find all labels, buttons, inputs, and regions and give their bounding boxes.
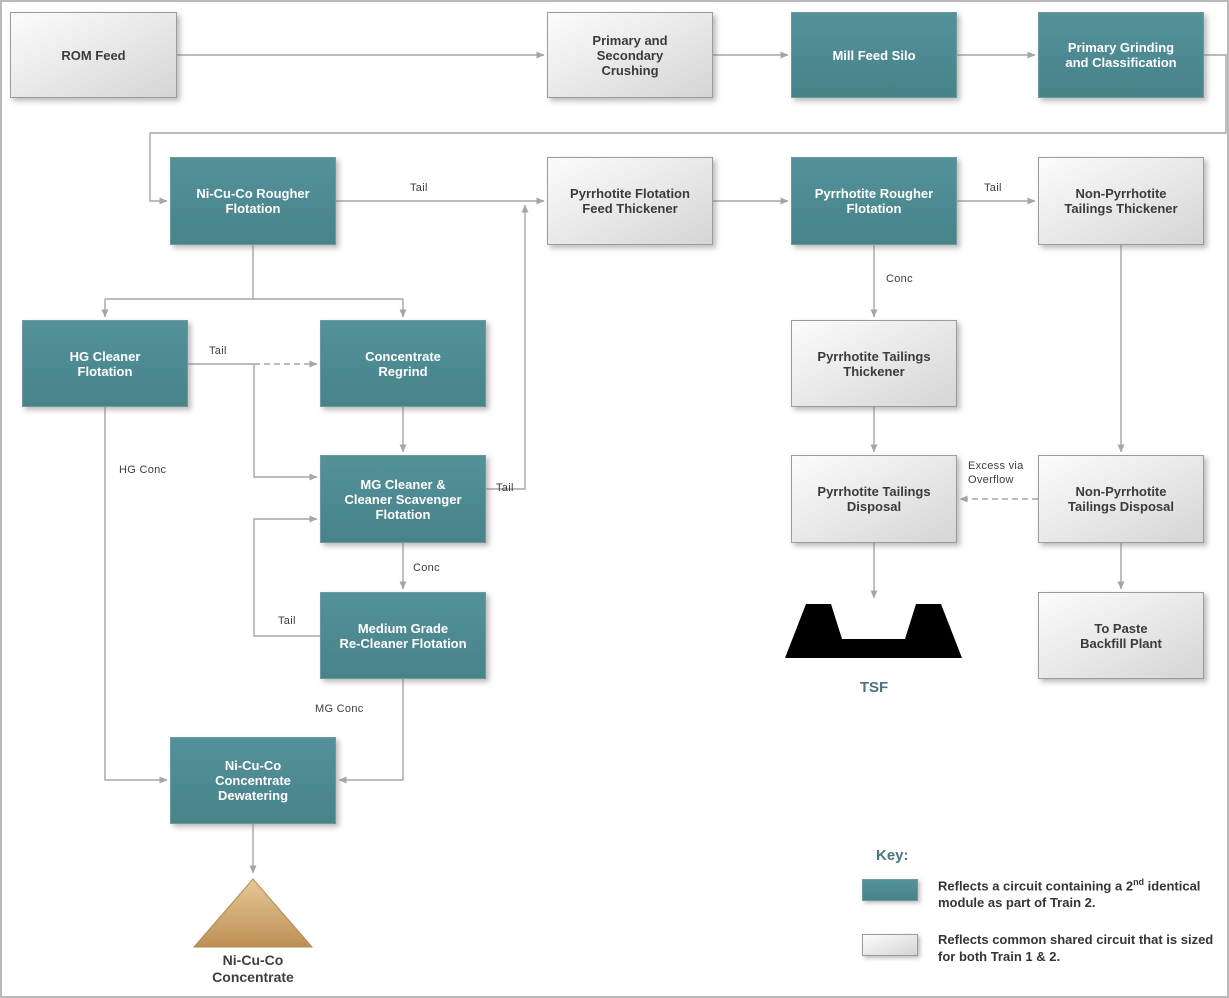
node-mg-cleaner-cleaner-scavenger-flotation: MG Cleaner & Cleaner Scavenger Flotation xyxy=(320,455,486,543)
node-label: HG Cleaner Flotation xyxy=(69,348,141,379)
key-text-train-module: Reflects a circuit containing a 2nd iden… xyxy=(938,874,1227,911)
node-rom-feed: ROM Feed xyxy=(10,12,177,98)
stream-label-rougher-tail: Tail xyxy=(410,182,428,194)
node-pyrrhotite-tailings-disposal: Pyrrhotite Tailings Disposal xyxy=(791,455,957,543)
node-ni-cu-co-rougher-flotation: Ni-Cu-Co Rougher Flotation xyxy=(170,157,336,245)
stream-label-hg-cleaner-tail: Tail xyxy=(209,345,227,357)
key-text-superscript: nd xyxy=(1133,877,1145,887)
edge-grinding-to-rougher xyxy=(149,54,1227,205)
node-non-pyrrhotite-tailings-thickener: Non-Pyrrhotite Tailings Thickener xyxy=(1038,157,1204,245)
stream-label-pyr-rougher-tail: Tail xyxy=(984,182,1002,194)
tsf-dam-icon xyxy=(785,604,962,658)
node-label: MG Cleaner & Cleaner Scavenger Flotation xyxy=(344,476,462,522)
node-label: Concentrate Regrind xyxy=(365,348,441,379)
tsf-caption: TSF xyxy=(859,679,889,696)
key-text-part: identical module as part of Train 2. xyxy=(938,878,1201,911)
key-swatch-train-module xyxy=(862,879,918,901)
stream-label-pyr-rougher-conc: Conc xyxy=(886,273,913,285)
stream-label-excess-via-overflow: Excess via Overflow xyxy=(968,460,1024,486)
edge-hg-conc-to-dewatering xyxy=(104,407,168,784)
node-pyrrhotite-tailings-thickener: Pyrrhotite Tailings Thickener xyxy=(791,320,957,407)
node-label: Non-Pyrrhotite Tailings Disposal xyxy=(1068,484,1174,514)
node-primary-grinding-classification: Primary Grinding and Classification xyxy=(1038,12,1204,98)
node-pyrrhotite-rougher-flotation: Pyrrhotite Rougher Flotation xyxy=(791,157,957,245)
stream-label-recleaner-tail: Tail xyxy=(278,615,296,627)
node-mill-feed-silo: Mill Feed Silo xyxy=(791,12,957,98)
stream-label-mg-cleaner-conc: Conc xyxy=(413,562,440,574)
key-swatch-shared-circuit xyxy=(862,934,918,956)
stream-label-hg-conc: HG Conc xyxy=(119,464,167,476)
node-label: Medium Grade Re-Cleaner Flotation xyxy=(339,620,467,651)
node-label: Ni-Cu-Co Rougher Flotation xyxy=(196,186,310,216)
key-heading: Key: xyxy=(876,847,909,864)
key-text-part: Reflects a circuit containing a 2 xyxy=(938,878,1134,894)
edge-hg-tail-to-mg-cleaner xyxy=(253,364,318,481)
edge-mg-conc-to-dewatering xyxy=(338,679,404,784)
node-label: Non-Pyrrhotite Tailings Thickener xyxy=(1064,186,1178,216)
node-label: To Paste Backfill Plant xyxy=(1080,620,1162,651)
node-medium-grade-re-cleaner-flotation: Medium Grade Re-Cleaner Flotation xyxy=(320,592,486,679)
node-label: Pyrrhotite Flotation Feed Thickener xyxy=(570,186,690,216)
node-non-pyrrhotite-tailings-disposal: Non-Pyrrhotite Tailings Disposal xyxy=(1038,455,1204,543)
stream-label-mg-scavenger-tail: Tail xyxy=(496,482,514,494)
node-concentrate-regrind: Concentrate Regrind xyxy=(320,320,486,407)
node-label: Mill Feed Silo xyxy=(832,47,916,63)
concentrate-stockpile-icon xyxy=(192,878,314,948)
node-hg-cleaner-flotation: HG Cleaner Flotation xyxy=(22,320,188,407)
node-to-paste-backfill-plant: To Paste Backfill Plant xyxy=(1038,592,1204,679)
node-pyrrhotite-flotation-feed-thickener: Pyrrhotite Flotation Feed Thickener xyxy=(547,157,713,245)
edge-rougher-split xyxy=(105,245,403,300)
node-label: ROM Feed xyxy=(61,47,126,63)
edge-recleaner-tail-to-mg-cleaner xyxy=(253,515,320,637)
node-label: Pyrrhotite Tailings Disposal xyxy=(817,484,931,514)
edge-mg-scavenger-tail-to-feed-thickener xyxy=(486,204,529,490)
key-text-shared-circuit: Reflects common shared circuit that is s… xyxy=(938,932,1214,964)
node-primary-secondary-crushing: Primary and Secondary Crushing xyxy=(547,12,713,98)
node-ni-cu-co-concentrate-dewatering: Ni-Cu-Co Concentrate Dewatering xyxy=(170,737,336,824)
node-label: Primary Grinding and Classification xyxy=(1065,40,1177,70)
node-label: Pyrrhotite Rougher Flotation xyxy=(814,186,934,216)
stream-label-mg-conc: MG Conc xyxy=(315,703,364,715)
node-label: Pyrrhotite Tailings Thickener xyxy=(817,348,931,379)
concentrate-caption: Ni-Cu-Co Concentrate xyxy=(212,952,294,985)
node-label: Ni-Cu-Co Concentrate Dewatering xyxy=(215,758,291,803)
node-label: Primary and Secondary Crushing xyxy=(592,32,668,78)
